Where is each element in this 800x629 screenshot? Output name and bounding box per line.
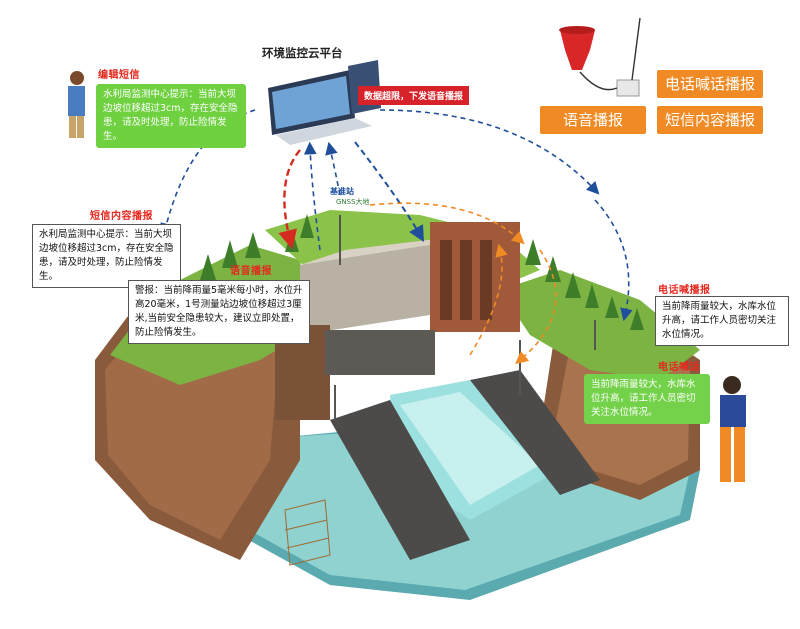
platform-title: 环境监控云平台 [262,46,343,60]
edit-sms-tag: 编辑短信 [98,70,140,81]
phone-broadcast-bubble: 当前降雨量较大，水库水位升高，请工作人员密切关注水位情况。 [655,296,789,346]
gabion-cage [284,499,331,566]
person-left [68,71,85,138]
voice-broadcast-button: 语音播报 [540,106,646,134]
cloud-platform-screen [268,60,381,145]
alert-tag: 数据超限，下发语音播报 [358,86,470,105]
phone-broadcast-button: 电话喊话播报 [657,70,763,98]
sms-broadcast-tag: 短信内容播报 [90,211,153,222]
phone-call-tag: 电话喊话 [658,362,700,373]
base-station-sub: GNSS大地 [336,198,370,206]
comm-arrows [160,109,633,365]
phone-broadcast-tag: 电话喊播报 [658,285,711,296]
voice-broadcast-bubble: 警报：当前降雨量5毫米每小时，水位升高20毫米，1号测量站边坡位移超过3厘米,当… [128,280,310,344]
siren-device [559,17,641,97]
spillway [330,370,600,560]
sms-broadcast-button: 短信内容播报 [657,106,763,134]
person-right [720,376,746,482]
sms-broadcast-bubble: 水利局监测中心提示：当前大坝边坡位移超过3cm，存在安全隐患，请及时处理，防止险… [32,224,181,288]
phone-call-bubble: 当前降雨量较大，水库水位升高，请工作人员密切关注水位情况。 [584,374,710,424]
base-station-label: 基准站 [330,187,354,196]
edit-sms-bubble: 水利局监测中心提示：当前大坝边坡位移超过3cm，存在安全隐患，请及时处理，防止险… [96,84,246,148]
voice-broadcast-tag: 语音播报 [230,266,272,277]
